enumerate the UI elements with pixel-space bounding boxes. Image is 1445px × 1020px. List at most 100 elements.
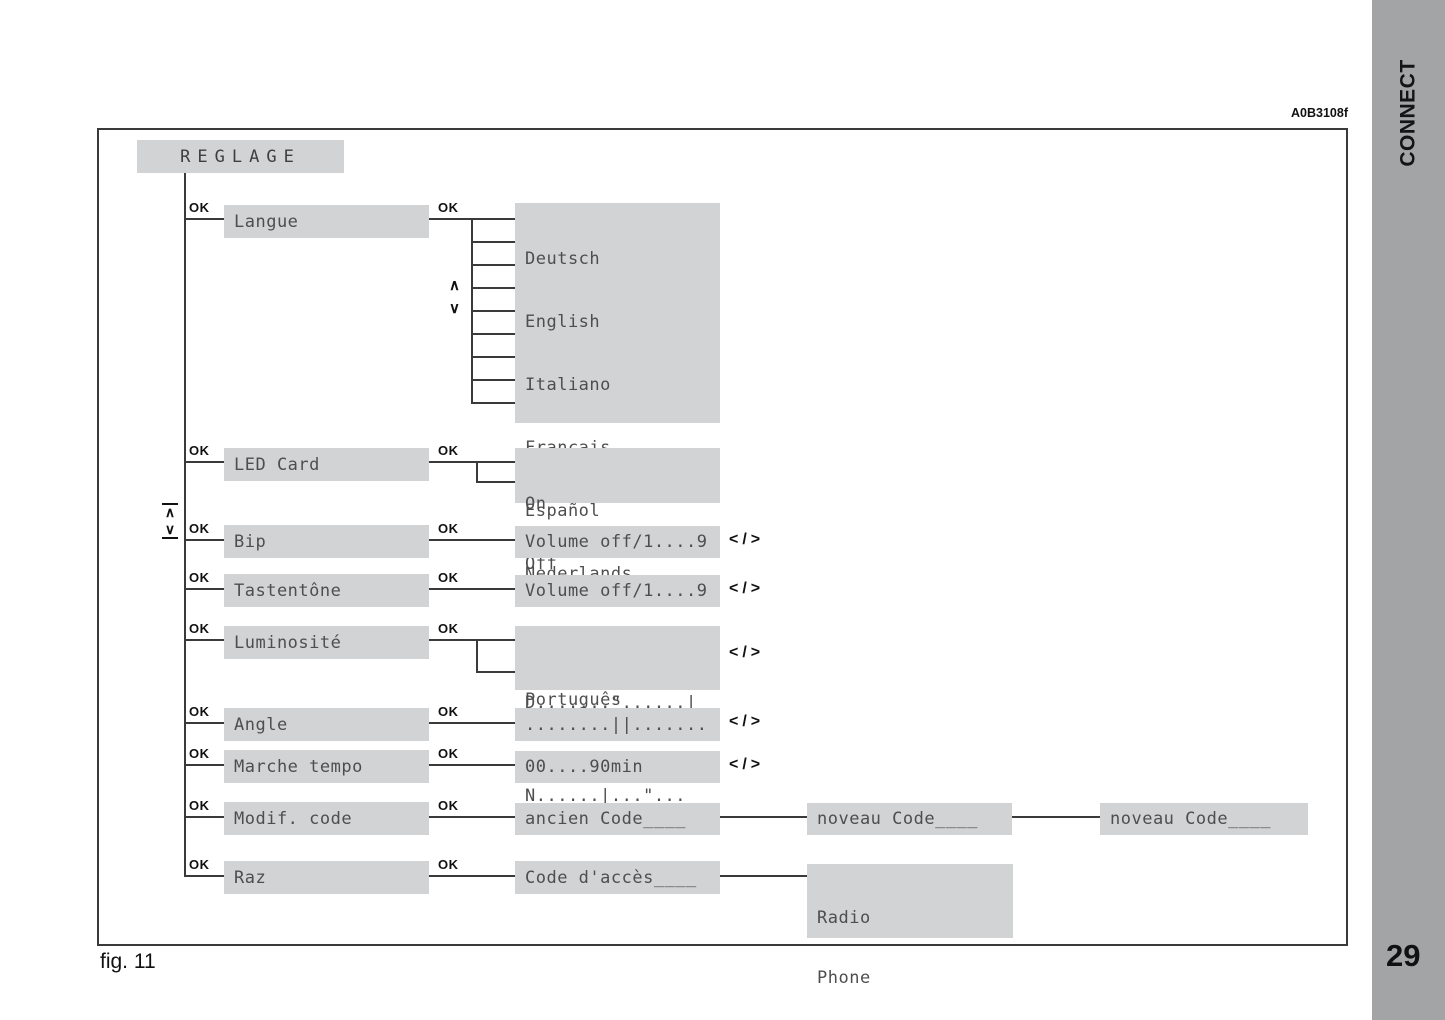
connector-line	[720, 816, 807, 818]
scroll-up-icon: ∧	[162, 503, 178, 520]
bip-value: Volume off/1....9	[525, 532, 708, 552]
branch-stub	[471, 333, 515, 335]
marche-tempo-label: Marche tempo	[234, 756, 363, 777]
connector-line	[185, 539, 224, 541]
connector-line	[185, 764, 224, 766]
ok-label: OK	[189, 621, 210, 636]
menu-box-angle: Angle	[224, 708, 429, 741]
ok-label: OK	[438, 798, 459, 813]
ok-label: OK	[438, 443, 459, 458]
branch-stub	[471, 402, 515, 404]
ok-label: OK	[438, 200, 459, 215]
language-option: English	[525, 312, 601, 332]
menu-box-tastentone: Tastentône	[224, 574, 429, 607]
raz-label: Raz	[234, 867, 267, 888]
ok-label: OK	[189, 798, 210, 813]
marche-tempo-value: 00....90min	[525, 757, 644, 777]
branch-line	[476, 639, 478, 673]
connector-line	[185, 722, 224, 724]
ok-label: OK	[189, 570, 210, 585]
adjust-keys-label: </>	[729, 756, 765, 773]
menu-box-led-card: LED Card	[224, 448, 429, 481]
connector-line	[185, 875, 224, 877]
noveau-code-value: noveau Code____	[817, 809, 979, 829]
ancien-code-value: ancien Code____	[525, 809, 687, 829]
branch-line	[476, 461, 478, 483]
led-option: On	[525, 494, 547, 514]
connector-line	[720, 875, 807, 877]
connector-line	[185, 461, 224, 463]
ok-label: OK	[189, 200, 210, 215]
language-option: Español	[525, 501, 601, 521]
angle-value: ........||.......	[525, 714, 708, 735]
menu-box-reglage: REGLAGE	[137, 140, 344, 173]
ok-label: OK	[189, 746, 210, 761]
menu-box-luminosite: Luminosité	[224, 626, 429, 659]
connector-line	[429, 639, 515, 641]
connector-line	[429, 875, 515, 877]
value-box-code-acces: Code d'accès____	[515, 861, 720, 894]
submenu-box-languages: Deutsch English Italiano Français Españo…	[515, 203, 720, 773]
adjust-keys-label: </>	[729, 644, 765, 661]
lang-scroll-down-icon: ∨	[449, 300, 460, 317]
figure-caption: fig. 11	[100, 950, 156, 973]
ok-label: OK	[438, 521, 459, 536]
chapter-tab-label: CONNECT	[1396, 59, 1420, 167]
ok-label: OK	[438, 621, 459, 636]
menu-box-raz: Raz	[224, 861, 429, 894]
trunk-line	[184, 173, 186, 877]
connector-line	[429, 588, 515, 590]
branch-stub	[476, 671, 515, 673]
branch-stub	[471, 287, 515, 289]
scroll-down-icon: ∨	[162, 522, 178, 539]
ok-label: OK	[438, 570, 459, 585]
menu-box-marche-tempo: Marche tempo	[224, 750, 429, 783]
langue-label: Langue	[234, 211, 299, 232]
reglage-label: REGLAGE	[180, 146, 301, 167]
menu-box-bip: Bip	[224, 525, 429, 558]
ok-label: OK	[438, 746, 459, 761]
connector-line	[1012, 816, 1100, 818]
connector-line	[185, 218, 224, 220]
connector-line	[429, 539, 515, 541]
code-acces-value: Code d'accès____	[525, 867, 697, 888]
connector-line	[429, 722, 515, 724]
language-option: Deutsch	[525, 249, 601, 269]
connector-line	[185, 816, 224, 818]
figure-code: A0B3108f	[1291, 106, 1348, 120]
chapter-tab-bar: CONNECT	[1372, 0, 1445, 1020]
connector-line	[429, 764, 515, 766]
adjust-keys-label: </>	[729, 531, 765, 548]
value-box-ancien-code: ancien Code____	[515, 803, 720, 835]
noveau-code-value: noveau Code____	[1110, 809, 1272, 829]
adjust-keys-label: </>	[729, 580, 765, 597]
submenu-box-led-card: On Off	[515, 448, 720, 574]
tastentone-value: Volume off/1....9	[525, 581, 708, 601]
ok-label: OK	[189, 704, 210, 719]
luminosite-label: Luminosité	[234, 632, 342, 653]
value-box-luminosite: D......."......| N......|..."...	[515, 626, 720, 806]
luminosite-night-value: N......|..."...	[525, 786, 687, 806]
value-box-angle: ........||.......	[515, 708, 720, 741]
language-option: Português	[525, 690, 622, 710]
menu-box-modif-code: Modif. code	[224, 802, 429, 835]
raz-target: Radio	[817, 908, 871, 928]
branch-stub	[471, 356, 515, 358]
chapter-tab: CONNECT	[1372, 38, 1445, 188]
branch-stub	[471, 264, 515, 266]
bip-label: Bip	[234, 531, 267, 552]
connector-line	[185, 639, 224, 641]
connector-line	[429, 816, 515, 818]
language-option: Italiano	[525, 375, 611, 395]
angle-label: Angle	[234, 714, 288, 735]
result-box-raz: Radio Phone SIM Card	[807, 864, 1013, 988]
raz-target: Phone	[817, 968, 871, 988]
value-box-marche-tempo: 00....90min	[515, 751, 720, 783]
value-box-bip: Volume off/1....9	[515, 526, 720, 558]
page-number: 29	[1386, 938, 1421, 973]
tastentone-label: Tastentône	[234, 580, 342, 601]
led-option: Off	[525, 554, 558, 574]
value-box-noveau-code-1: noveau Code____	[807, 803, 1012, 835]
branch-stub	[471, 310, 515, 312]
